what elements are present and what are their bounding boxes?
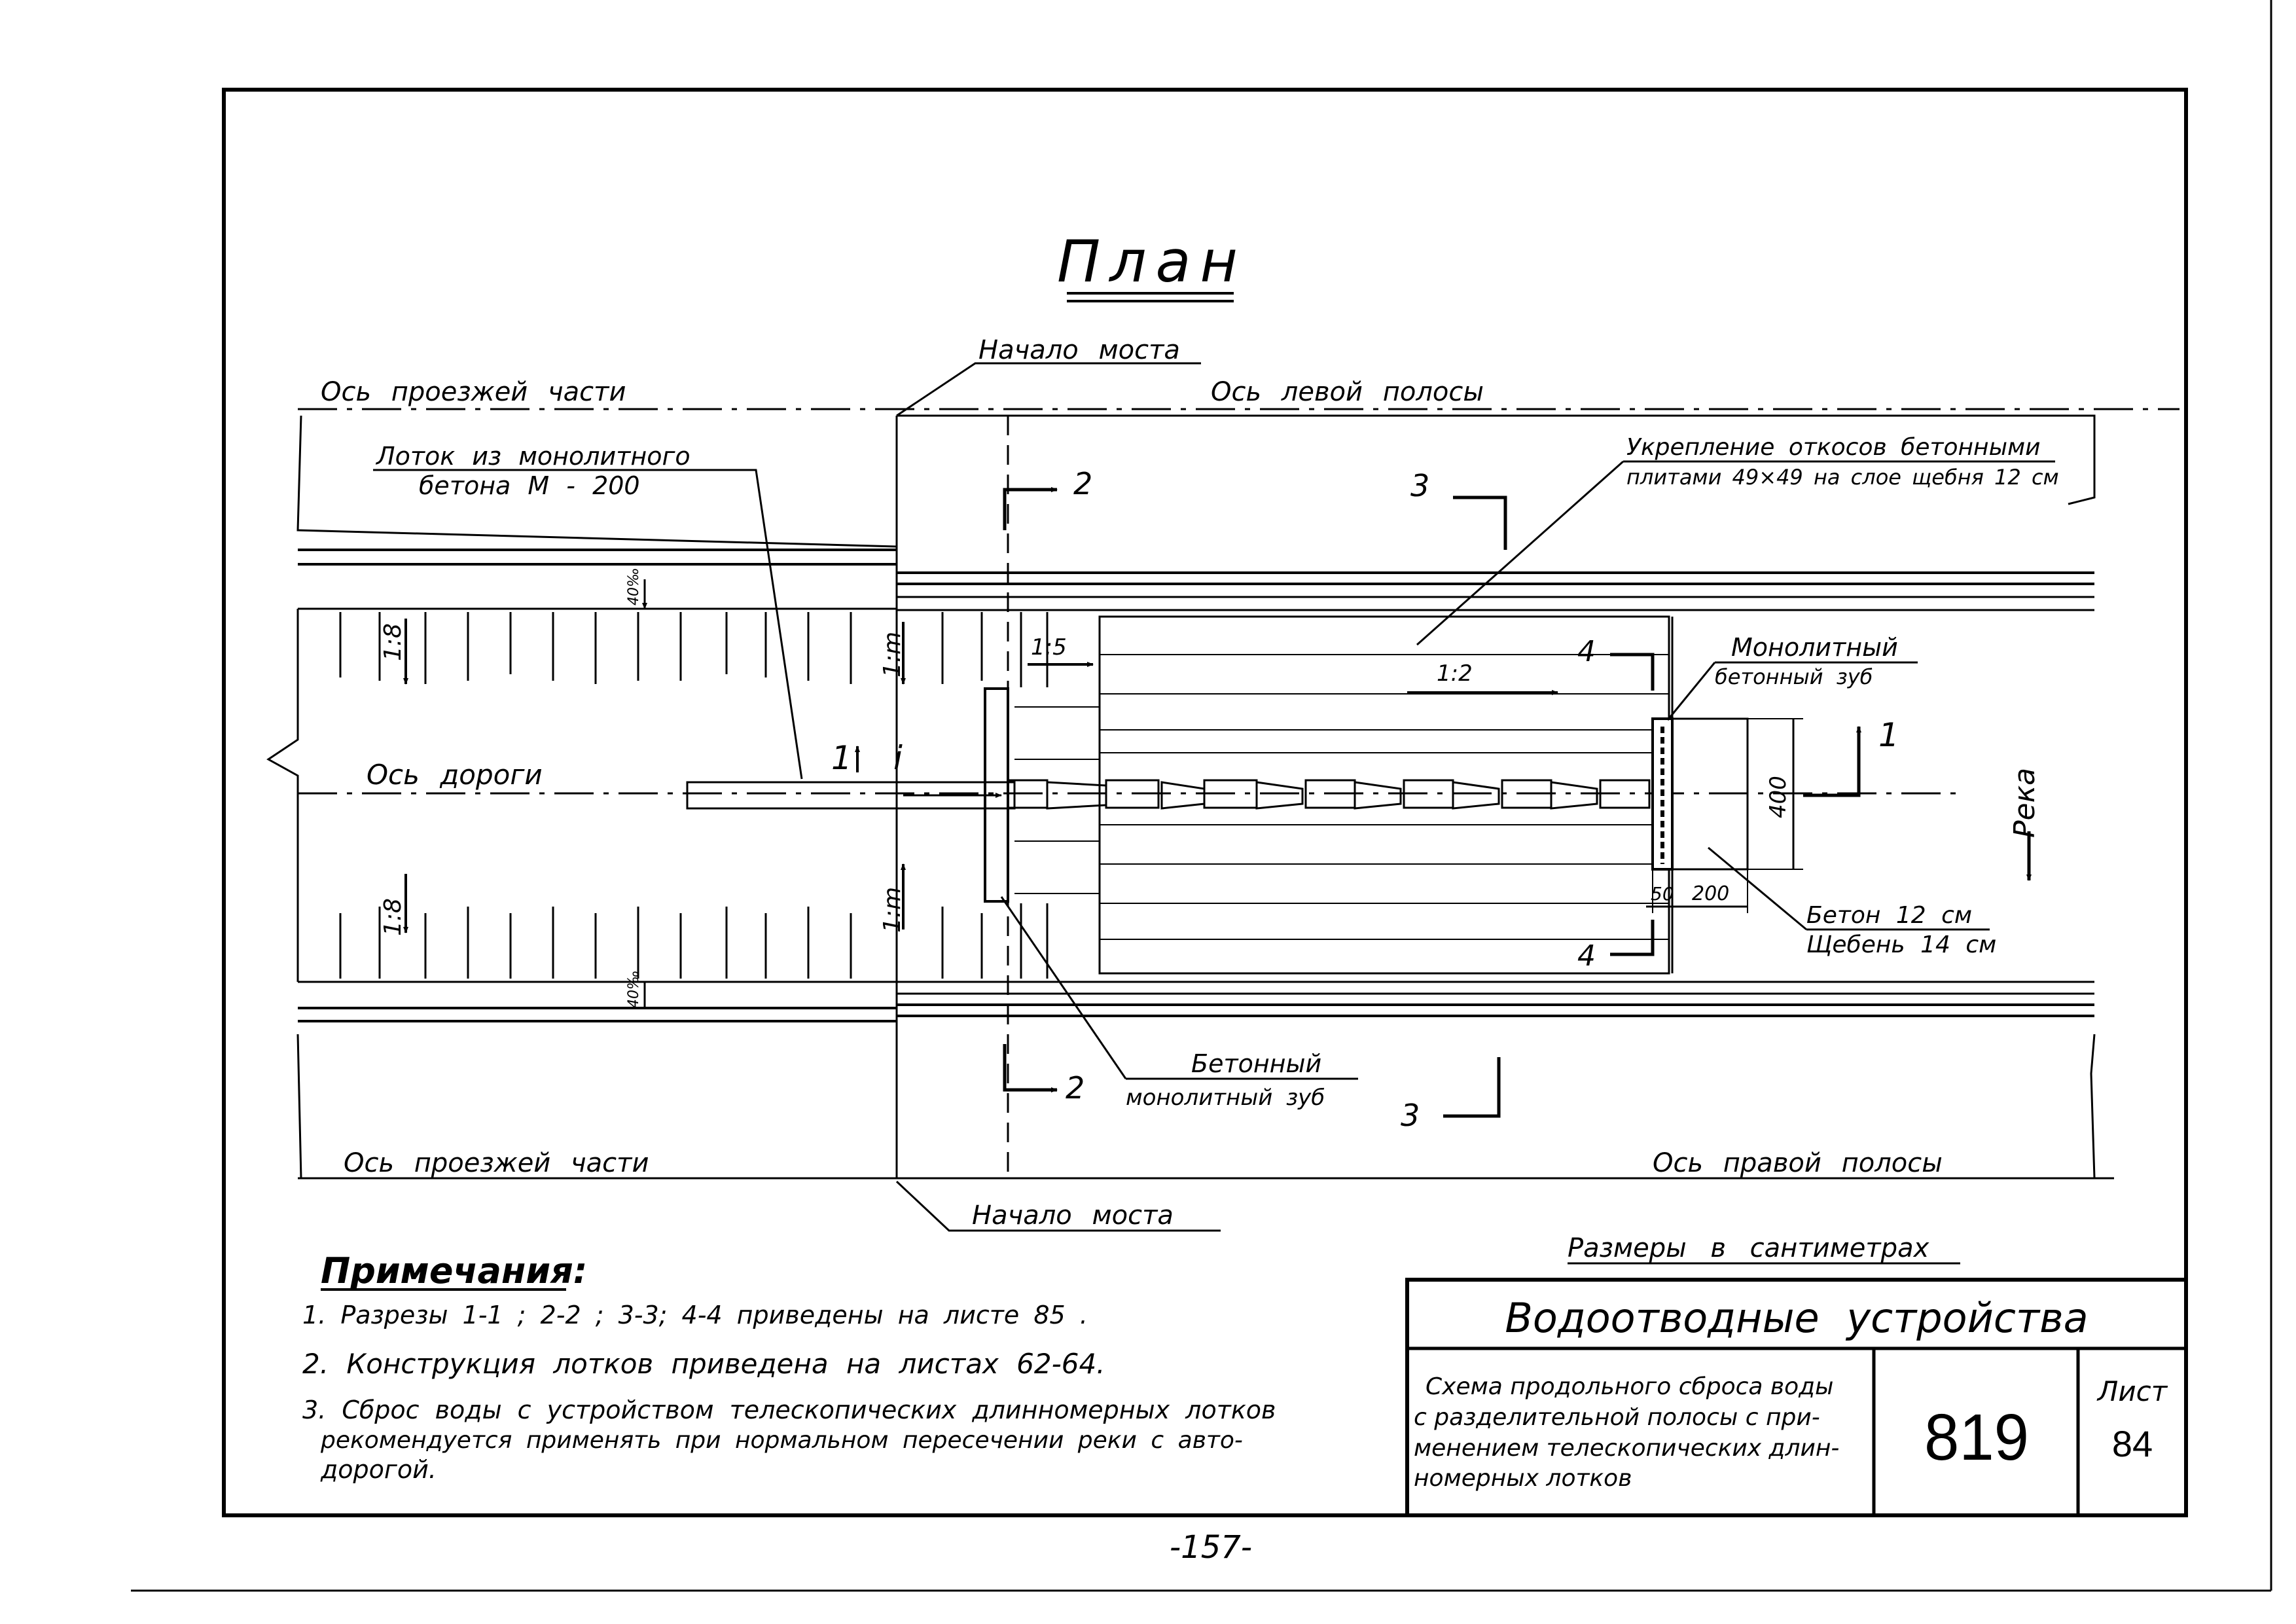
left-embankment-top-edge <box>296 415 897 548</box>
sheet-label: Лист <box>2096 1375 2168 1407</box>
note-3-line1: 3. Сброс воды с устройством телескопичес… <box>302 1396 1276 1424</box>
left-plate-lines <box>1014 706 1100 894</box>
bridge-bottom-edge <box>897 1034 2096 1180</box>
tray-label-2: бетона М - 200 <box>419 471 640 500</box>
monolithic-tray <box>686 781 1016 810</box>
bridge-top-edge <box>897 414 2096 505</box>
bridge-start-bot-leader <box>895 1180 1221 1232</box>
slope-15: 1:5 <box>1031 634 1067 660</box>
page-number: -157- <box>1170 1529 1252 1566</box>
slope-hatching-left-bot <box>339 903 1049 979</box>
tooth-bot-label-2: монолитный зуб <box>1126 1085 1325 1111</box>
section-2-top-mark <box>1003 487 1058 530</box>
slope-12: 1:2 <box>1437 660 1473 687</box>
protection-plate-lines <box>1100 654 1669 940</box>
section-1-right: 1 <box>1878 716 1899 754</box>
left-lane-axis-label: Ось левой полосы <box>1211 377 1484 407</box>
note-2: 2. Конструкция лотков приведена на листа… <box>302 1348 1105 1380</box>
slope-label-1: Укрепление откосов бетонными <box>1626 434 2041 461</box>
bridge-start-top-leader <box>896 362 1201 417</box>
apron-leader <box>1708 846 1807 931</box>
section-2-bot: 2 <box>1066 1070 1085 1106</box>
section-1-right-mark <box>1803 726 1861 797</box>
bridge-start-bot-label: Начало моста <box>972 1200 1174 1231</box>
tooth-right-label-1: Монолитный <box>1731 633 1898 662</box>
dim-200: 200 <box>1692 882 1729 905</box>
stamp-desc-1: Схема продольного сброса воды <box>1426 1373 1833 1400</box>
flow-i: i <box>893 739 903 777</box>
telescopic-trays <box>1007 779 1651 810</box>
stamp-number: 819 <box>1924 1401 2029 1474</box>
bridge-start-top-label: Начало моста <box>978 335 1180 365</box>
tooth-bot-label-1: Бетонный <box>1191 1049 1321 1078</box>
slope-1m-bot: 1:m <box>879 887 906 933</box>
section-3-bot: 3 <box>1401 1098 1420 1133</box>
slope-18-top: 1:8 <box>380 623 406 661</box>
slope-18-bot: 1:8 <box>380 898 406 936</box>
slope-1m-top: 1:m <box>879 632 906 677</box>
tray-leader <box>740 469 803 780</box>
notes-heading: Примечания: <box>321 1250 587 1291</box>
dim-400: 400 <box>1765 776 1791 818</box>
stamp-desc-2: с разделительной полосы с при- <box>1414 1404 1820 1431</box>
concrete-tooth-left <box>984 687 1009 903</box>
slope-40-top: 40‰ <box>626 568 642 605</box>
road-axis-label: Ось дороги <box>367 759 543 791</box>
gravel-label: Щебень 14 см <box>1806 931 1996 958</box>
left-break-line <box>266 609 299 982</box>
section-4-top: 4 <box>1577 635 1596 668</box>
plan-title: План <box>1057 228 1247 295</box>
slope-40-bot: 40‰ <box>626 970 642 1008</box>
tooth-right-label-2: бетонный зуб <box>1715 664 1873 689</box>
section-3-bot-mark <box>1443 1057 1501 1118</box>
right-lane-axis-label: Ось правой полосы <box>1653 1148 1943 1178</box>
sheet-number: 84 <box>2112 1423 2153 1464</box>
dim-50: 50 <box>1651 883 1674 905</box>
section-4-bot: 4 <box>1577 939 1596 973</box>
slope-leader <box>1416 460 1624 646</box>
section-3-top-mark <box>1453 496 1507 550</box>
units-note: Размеры в сантиметрах <box>1568 1233 1929 1263</box>
tooth-right-leader <box>1666 662 1716 721</box>
carriageway-axis-top-label: Ось проезжей части <box>321 377 626 407</box>
slope-label-2: плитами 49×49 на слое щебня 12 см <box>1626 465 2059 490</box>
note-3-line2: рекомендуется применять при нормальном п… <box>320 1427 1243 1454</box>
note-1: 1. Разрезы 1-1 ; 2-2 ; 3-3; 4-4 приведен… <box>302 1301 1088 1329</box>
title-block <box>1405 1278 2188 1517</box>
stamp-desc-3: менением телескопических длин- <box>1414 1435 1839 1462</box>
section-1-left: 1 <box>831 739 852 777</box>
concrete-label: Бетон 12 см <box>1806 902 1972 929</box>
note-3-line3: дорогой. <box>320 1455 437 1484</box>
drawing-frame <box>222 88 2188 1517</box>
river-label: Река <box>2008 768 2041 838</box>
section-2-bot-mark <box>1003 1044 1058 1092</box>
tray-label-1: Лоток из монолитного <box>375 442 691 471</box>
tooth-bot-leader <box>1000 896 1127 1079</box>
carriageway-axis-bot-label: Ось проезжей части <box>344 1148 649 1178</box>
slope-hatching-left-top <box>339 612 1049 687</box>
stamp-title: Водоотводные устройства <box>1505 1294 2088 1342</box>
slope-protection-zone <box>1098 615 1670 975</box>
section-4-top-mark <box>1610 653 1655 691</box>
section-3-top: 3 <box>1410 468 1429 503</box>
section-4-bot-mark <box>1610 920 1655 956</box>
section-2-top: 2 <box>1073 466 1092 501</box>
stamp-desc-4: номерных лотков <box>1414 1465 1632 1492</box>
